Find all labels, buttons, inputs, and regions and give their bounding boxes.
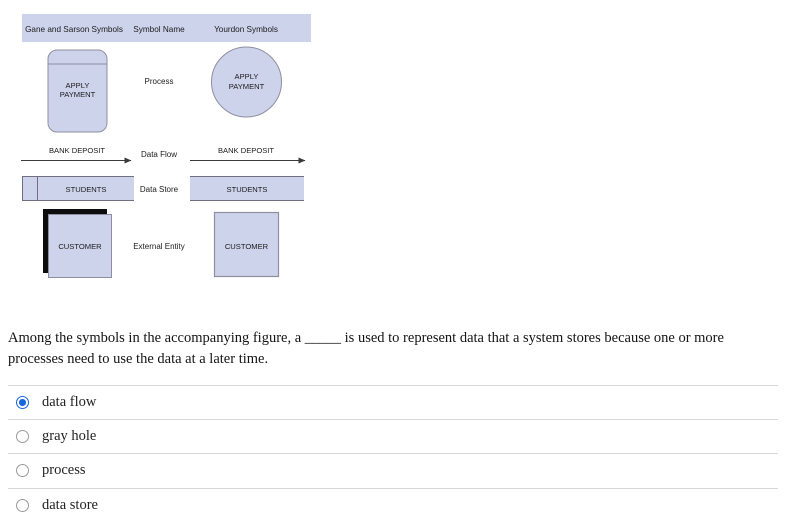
symbol-name-process: Process: [145, 77, 174, 86]
data-flow-gane-sarson-label: BANK DEPOSIT: [49, 146, 105, 155]
answer-options-list: data flow gray hole process data store: [8, 385, 778, 522]
process-yourdon-label-line1: APPLY: [235, 72, 259, 81]
question-text: Among the symbols in the accompanying fi…: [8, 330, 724, 367]
external-entity-gane-sarson-label: CUSTOMER: [58, 242, 102, 251]
answer-option-data-flow[interactable]: data flow: [8, 385, 778, 419]
radio-button-process[interactable]: [16, 464, 29, 478]
external-entity-yourdon-symbol: CUSTOMER: [213, 211, 280, 278]
symbol-name-external-entity: External Entity: [133, 242, 185, 251]
process-gane-sarson-label-line1: APPLY: [66, 81, 90, 90]
data-flow-yourdon-symbol: BANK DEPOSIT: [190, 146, 306, 164]
symbol-name-data-store: Data Store: [140, 185, 179, 194]
radio-button-data-flow[interactable]: [16, 396, 29, 410]
answer-option-data-store[interactable]: data store: [8, 487, 778, 522]
process-yourdon-label-line2: PAYMENT: [229, 82, 265, 91]
header-col-symbol-name: Symbol Name: [133, 25, 185, 34]
external-entity-gane-sarson-symbol: CUSTOMER: [43, 209, 112, 278]
data-store-gane-sarson-label: STUDENTS: [66, 185, 107, 194]
answer-option-gray-hole[interactable]: gray hole: [8, 419, 778, 453]
radio-button-gray-hole[interactable]: [16, 430, 29, 444]
data-flow-gane-sarson-symbol: BANK DEPOSIT: [21, 146, 132, 164]
data-store-gane-sarson-symbol: STUDENTS: [22, 176, 134, 201]
header-col-gane-sarson: Gane and Sarson Symbols: [25, 25, 123, 34]
header-col-yourdon: Yourdon Symbols: [214, 25, 278, 34]
external-entity-yourdon-label: CUSTOMER: [225, 242, 269, 251]
process-gane-sarson-label-line2: PAYMENT: [60, 90, 96, 99]
process-yourdon-symbol: APPLY PAYMENT: [211, 46, 282, 118]
answer-option-label: process: [42, 462, 86, 479]
answer-option-process[interactable]: process: [8, 453, 778, 487]
data-store-yourdon-symbol: STUDENTS: [190, 176, 304, 201]
answer-option-label: data flow: [42, 394, 97, 411]
answer-option-label: gray hole: [42, 428, 97, 445]
data-store-yourdon-label: STUDENTS: [227, 185, 268, 194]
data-flow-yourdon-label: BANK DEPOSIT: [218, 146, 274, 155]
answer-option-label: data store: [42, 496, 98, 513]
radio-button-data-store[interactable]: [16, 498, 29, 512]
process-gane-sarson-symbol: APPLY PAYMENT: [47, 49, 108, 133]
figure-header-band: [22, 14, 311, 42]
dfd-symbols-figure: Gane and Sarson Symbols Symbol Name Your…: [21, 14, 311, 278]
symbol-name-data-flow: Data Flow: [141, 150, 177, 159]
